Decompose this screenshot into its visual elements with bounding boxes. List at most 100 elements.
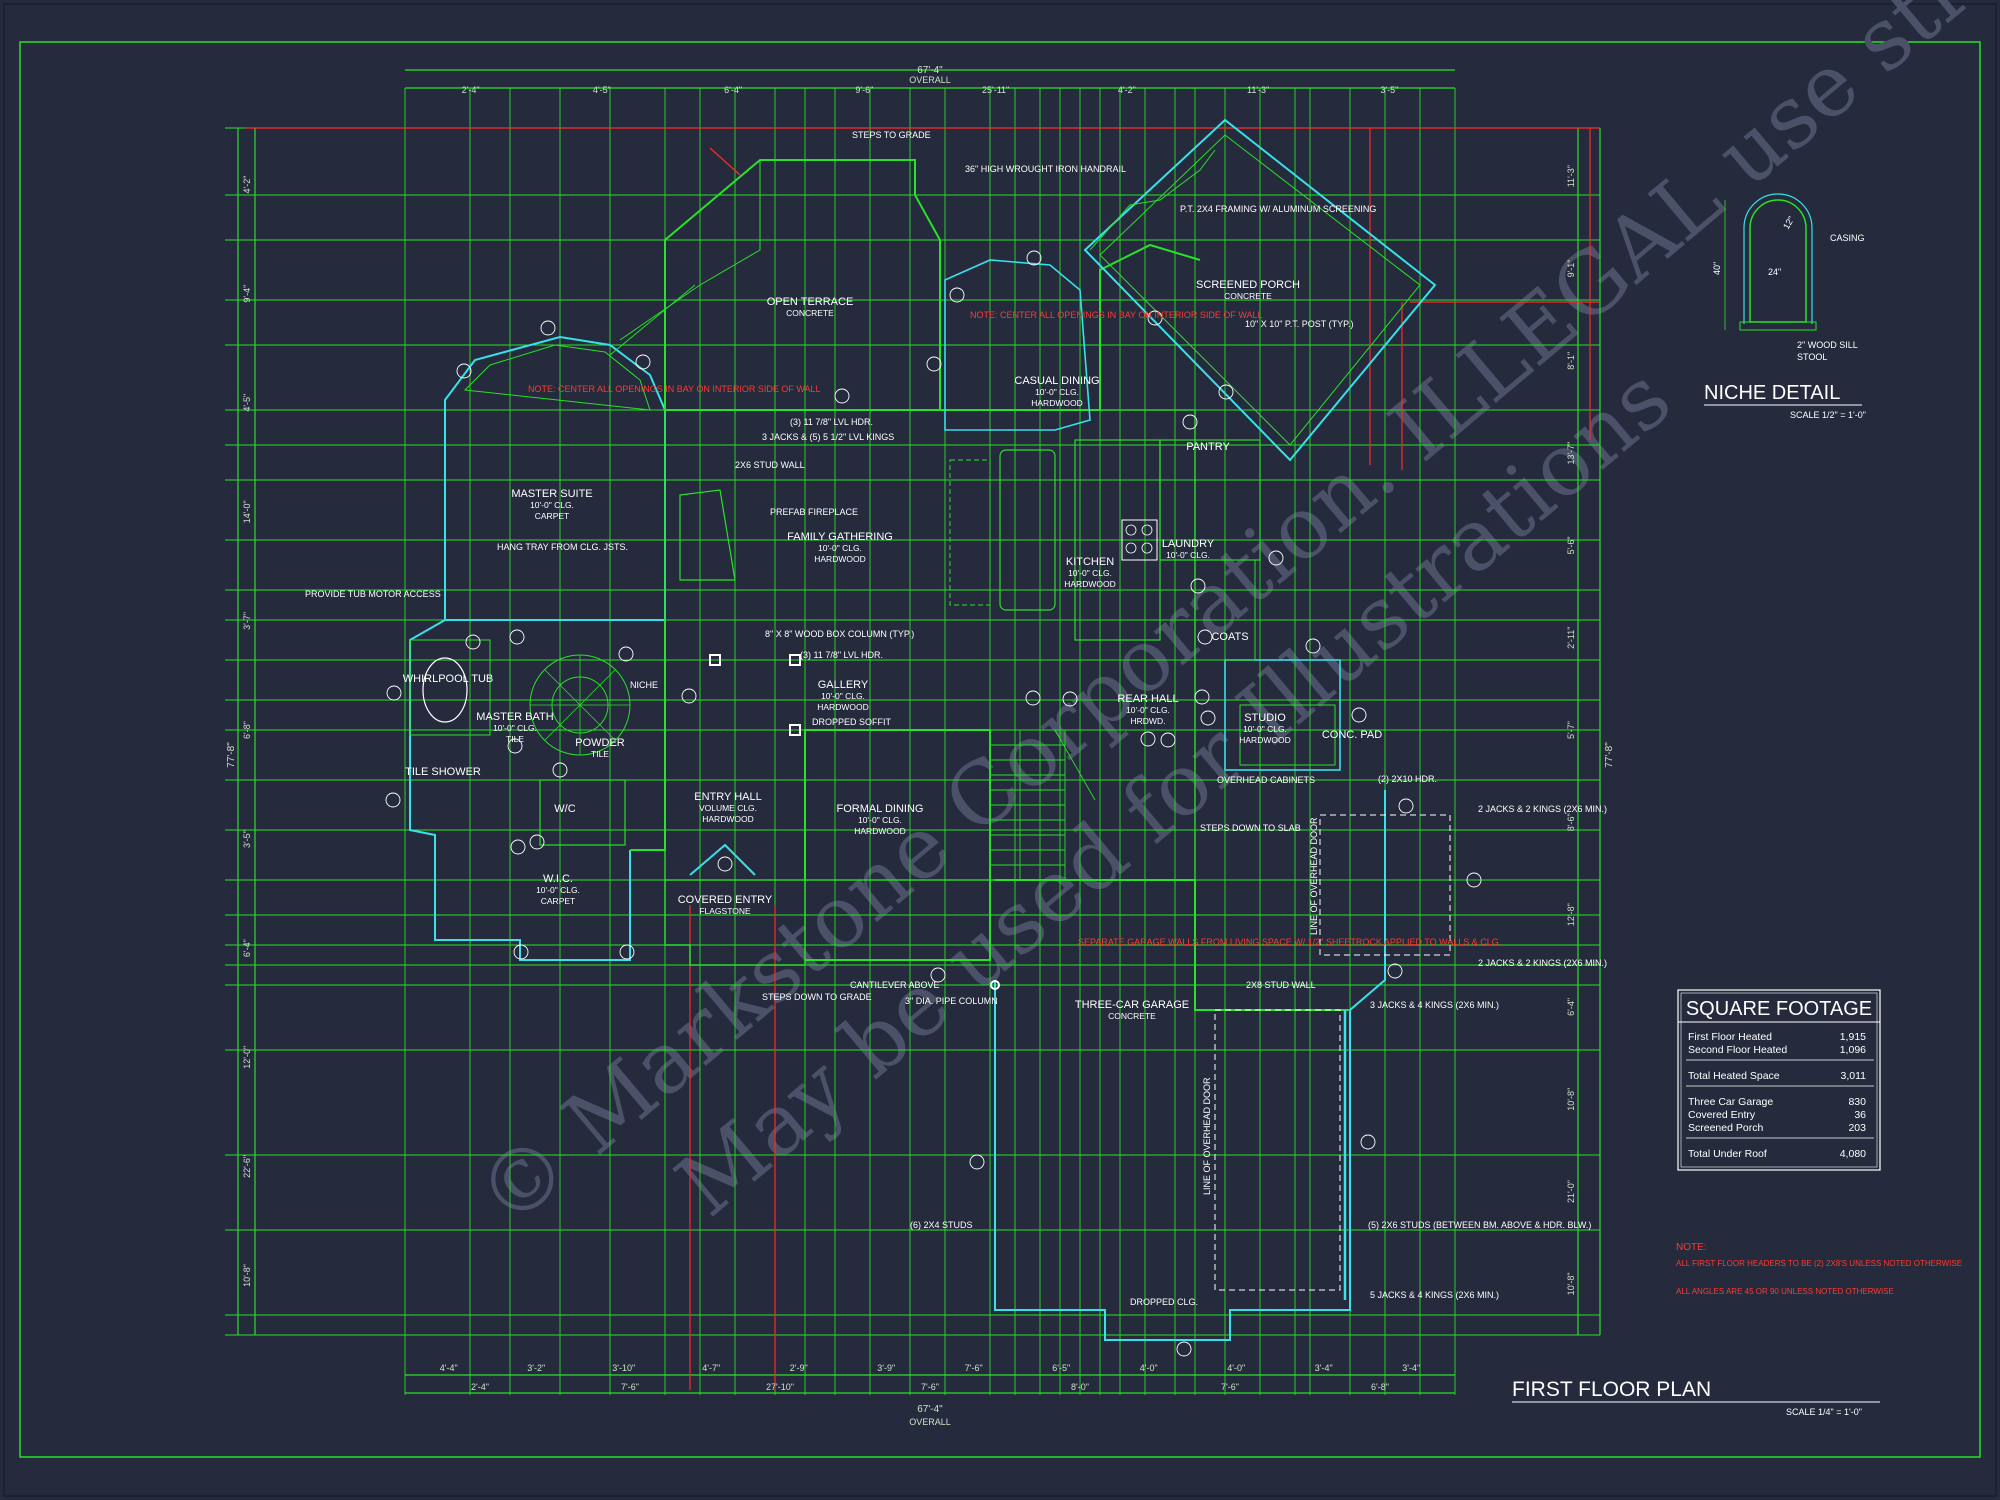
dimension-label: 11'-3" [1566,165,1576,187]
room-name: KITCHEN [1066,556,1114,568]
callout-pipe-column: 3" DIA. PIPE COLUMN [905,996,998,1006]
dimension-label: 3'-4" [1315,1363,1333,1373]
room-detail: 10'-0" CLG. [536,885,580,895]
dimension-label: 3'-9" [877,1363,895,1373]
overall-width-bottom: 67'-4" [917,1404,943,1415]
sqft-value: 1,096 [1840,1044,1866,1056]
plan-title: FIRST FLOOR PLAN [1512,1378,1711,1401]
sqft-value: 830 [1848,1096,1866,1108]
room-detail: 10'-0" CLG. [530,500,574,510]
square-footage-title: SQUARE FOOTAGE [1686,998,1872,1020]
room-name: PANTRY [1186,441,1230,453]
dimension-label: 6'-4" [1566,998,1576,1016]
room-detail: CONCRETE [786,308,834,318]
tag-circle [1025,690,1041,706]
room-detail: TILE [591,749,609,759]
note-angles: ALL ANGLES ARE 45 OR 90 UNLESS NOTED OTH… [1676,1287,1894,1296]
tag-circle [510,839,526,855]
tag-circle [717,856,733,872]
room-name: THREE-CAR GARAGE [1075,999,1189,1011]
callout-cantilever: CANTILEVER ABOVE [850,980,940,990]
tag-circle [1268,550,1284,566]
note-garage-walls: SEPARATE GARAGE WALLS FROM LIVING SPACE … [1078,937,1501,947]
tag-circle [456,363,472,379]
dimension-label: 4'-0" [1227,1363,1245,1373]
callout-post: 10" X 10" P.T. POST (TYP.) [1245,319,1353,329]
dimension-label: 4'-5" [593,85,611,95]
tag-circle [540,320,556,336]
note-center-openings-dining: NOTE: CENTER ALL OPENINGS IN BAY ON INTE… [970,310,1263,320]
dimension-label: 4'-0" [1140,1363,1158,1373]
dimension-label: 8'-1" [1566,352,1576,370]
sqft-value: 1,915 [1840,1031,1866,1043]
tag-circle [507,738,523,754]
tag-circle [618,646,634,662]
room-detail: 10'-0" CLG. [818,543,862,553]
dimension-label: 21'-0" [1566,1180,1576,1203]
room-detail: 10'-0" CLG. [821,691,865,701]
tag-circle [1218,384,1234,400]
niche-width-label: 24" [1768,267,1781,277]
dimension-label: 9'-4" [242,285,252,303]
dimension-label: 5'-6" [1566,536,1576,554]
room-detail: 10'-0" CLG. [1243,724,1287,734]
callout-studs-between: (5) 2X6 STUDS (BETWEEN BM. ABOVE & HDR. … [1368,1220,1591,1230]
room-name: LAUNDRY [1162,538,1215,550]
dimension-label: 6'-5" [1052,1363,1070,1373]
sqft-label: Covered Entry [1688,1109,1756,1121]
callout-dropped-ceiling: DROPPED CLG. [1130,1297,1198,1307]
tag-circle [1160,732,1176,748]
tag-circle [949,287,965,303]
room-detail: TILE [506,734,524,744]
callout-lvl-header-1: (3) 11 7/8" LVL HDR. [790,417,873,427]
dimension-label: 13'-7" [1566,442,1576,465]
dimension-label: 10'-8" [1566,1088,1576,1111]
dimension-label: 8'-6" [1566,813,1576,831]
tag-circle [509,629,525,645]
callout-box-column: 8" X 8" WOOD BOX COLUMN (TYP.) [765,629,914,639]
tag-circle [1140,731,1156,747]
tag-circle [1398,798,1414,814]
dimension-label: 6'-4" [242,939,252,957]
room-name: STUDIO [1244,712,1286,724]
dimension-label: 3'-2" [527,1363,545,1373]
dimension-label: 7'-6" [1221,1382,1239,1392]
tag-circle [1387,963,1403,979]
room-name: COVERED ENTRY [678,894,773,906]
callout-screening: P.T. 2X4 FRAMING W/ ALUMINUM SCREENING [1180,204,1376,214]
dimension-label: 3'-7" [242,612,252,630]
bottom-dimensions: 4'-4"3'-2"3'-10"4'-7"2'-9"3'-9"7'-6"6'-5… [440,1363,1420,1427]
sqft-label: Total Heated Space [1688,1070,1780,1082]
tag-circle [930,967,946,983]
tag-circle [1182,414,1198,430]
niche-stool-label: STOOL [1797,352,1827,362]
room-detail: CONCRETE [1108,1011,1156,1021]
room-detail: 10'-0" CLG. [1126,705,1170,715]
room-detail: 10'-0" CLG. [493,723,537,733]
sqft-label: First Floor Heated [1688,1031,1772,1043]
dimension-label: 7'-6" [965,1363,983,1373]
overall-label-bottom: OVERALL [909,1417,951,1427]
dimension-label: 4'-4" [440,1363,458,1373]
dimension-label: 2'-11" [1566,627,1576,649]
sheet-border [19,41,1981,1458]
dimension-label: 11'-3" [1247,85,1269,95]
room-name: WHIRLPOOL TUB [403,673,493,685]
room-name: FORMAL DINING [837,803,924,815]
dimension-label: 12'-8" [1566,903,1576,926]
room-name: MASTER SUITE [511,488,592,500]
callout-jacks-kings-2: 2 JACKS & 2 KINGS (2X6 MIN.) [1478,804,1607,814]
dimension-label: 6'-4" [724,85,742,95]
dimension-label: 6'-8" [242,721,252,739]
callout-overhead-door-1: LINE OF OVERHEAD DOOR [1202,1077,1212,1195]
callout-overhead-door-2: LINE OF OVERHEAD DOOR [1309,817,1319,935]
tag-circle [926,356,942,372]
room-detail: HARDWOOD [1031,398,1082,408]
callout-studs-6: (6) 2X4 STUDS [910,1220,973,1230]
dimension-label: 2'-9" [790,1363,808,1373]
sqft-label: Three Car Garage [1688,1096,1773,1108]
niche-sill-label: 2" WOOD SILL [1797,340,1858,350]
overall-depth-right: 77'-8" [1604,742,1615,768]
callout-stud-wall-2x8: 2X8 STUD WALL [1246,980,1316,990]
room-name: REAR HALL [1117,693,1178,705]
